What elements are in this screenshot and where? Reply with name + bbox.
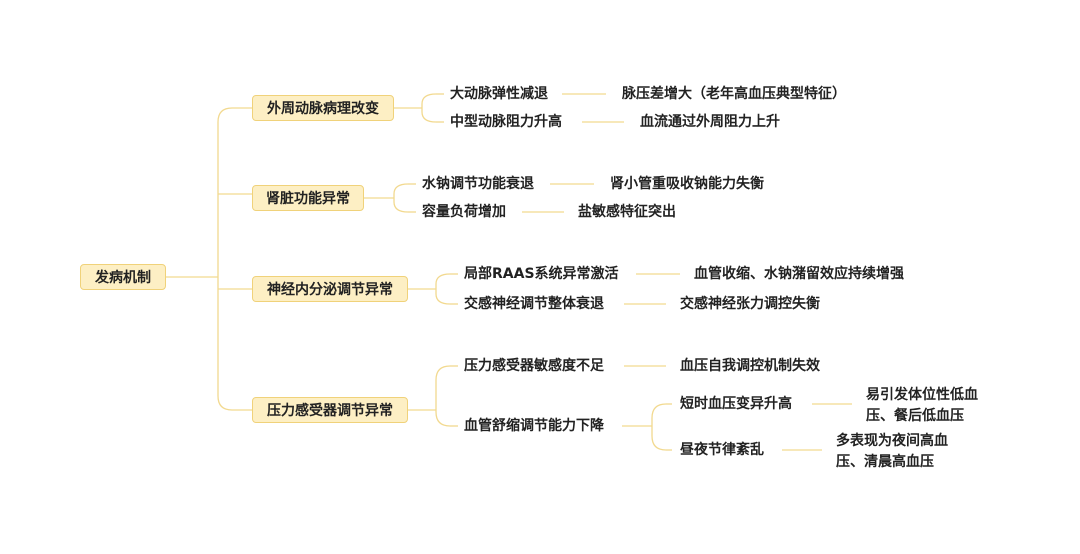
root-node[interactable]: 发病机制 — [80, 264, 166, 290]
leaf-node[interactable]: 盐敏感特征突出 — [578, 204, 676, 220]
leaf-node[interactable]: 肾小管重吸收钠能力失衡 — [610, 176, 764, 192]
branch-4-fork — [435, 365, 451, 427]
leaf-node[interactable]: 脉压差增大（老年高血压典型特征） — [622, 86, 846, 102]
child-node[interactable]: 容量负荷增加 — [422, 204, 506, 220]
branch-node-2[interactable]: 肾脏功能异常 — [252, 185, 364, 211]
child-node[interactable]: 大动脉弹性减退 — [450, 86, 548, 102]
branch-node-4[interactable]: 压力感受器调节异常 — [252, 397, 408, 423]
leaf-node[interactable]: 血压自我调控机制失效 — [680, 358, 820, 374]
sub-leaf-node[interactable]: 多表现为夜间高血 压、清晨高血压 — [836, 431, 966, 473]
sub-leaf-line: 多表现为夜间高血 — [836, 433, 948, 449]
branch-1-fork — [421, 93, 437, 123]
branch-node-3[interactable]: 神经内分泌调节异常 — [252, 276, 408, 302]
child-node[interactable]: 水钠调节功能衰退 — [422, 176, 534, 192]
sub-leaf-line: 压、清晨高血压 — [836, 454, 934, 470]
child-node[interactable]: 局部RAAS系统异常激活 — [464, 266, 619, 282]
child-node[interactable]: 压力感受器敏感度不足 — [464, 358, 604, 374]
sub-branch-fork — [651, 403, 667, 451]
child-node[interactable]: 交感神经调节整体衰退 — [464, 296, 604, 312]
leaf-node[interactable]: 血管收缩、水钠潴留效应持续增强 — [694, 266, 904, 282]
child-node[interactable]: 中型动脉阻力升高 — [450, 114, 562, 130]
leaf-node[interactable]: 血流通过外周阻力上升 — [640, 114, 780, 130]
sub-child-node[interactable]: 昼夜节律紊乱 — [680, 442, 764, 458]
trunk-line — [217, 107, 233, 411]
sub-leaf-line: 易引发体位性低血 — [866, 387, 978, 403]
leaf-node[interactable]: 交感神经张力调控失衡 — [680, 296, 820, 312]
sub-leaf-line: 压、餐后低血压 — [866, 408, 964, 424]
branch-node-1[interactable]: 外周动脉病理改变 — [252, 95, 394, 121]
child-node[interactable]: 血管舒缩调节能力下降 — [464, 418, 604, 434]
sub-leaf-node[interactable]: 易引发体位性低血 压、餐后低血压 — [866, 385, 996, 427]
branch-3-fork — [435, 273, 451, 305]
branch-2-fork — [393, 183, 409, 213]
sub-child-node[interactable]: 短时血压变异升高 — [680, 396, 792, 412]
